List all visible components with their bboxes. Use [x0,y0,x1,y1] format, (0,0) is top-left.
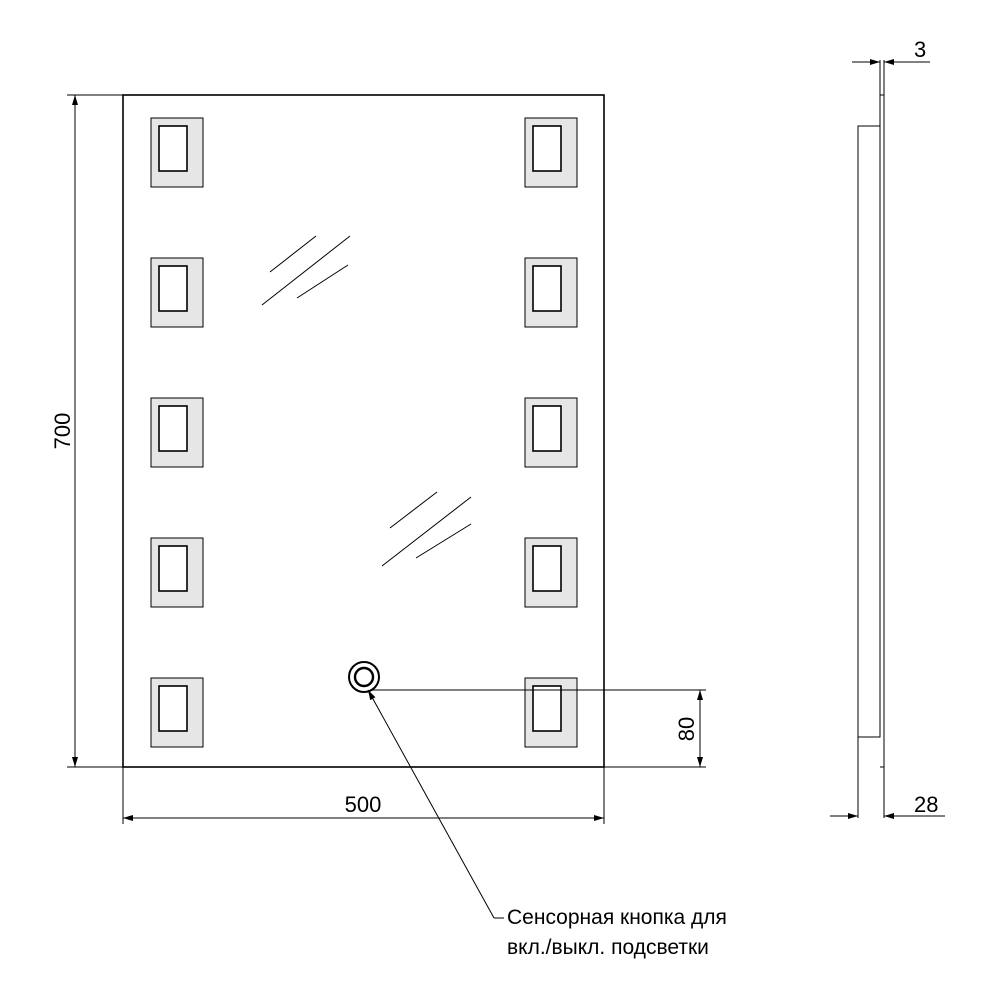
side-view [857,60,885,818]
button-offset-dimension [371,689,706,768]
touch-button [348,661,380,693]
lamp-left-1 [150,117,204,188]
mirror-outline [122,94,605,768]
lamp-right-2 [524,257,578,328]
lamp-left-5 [150,677,204,748]
lamp-left-2 [150,257,204,328]
width-label: 500 [345,792,382,817]
reflection-marks-top [261,235,351,306]
lamp-group [150,117,578,748]
lamp-right-1 [524,117,578,188]
height-label: 700 [50,413,75,450]
button-offset-label: 80 [674,717,699,741]
glass-thickness-label: 3 [914,37,926,62]
lamp-right-5 [524,677,578,748]
lamp-right-4 [524,537,578,608]
callout-line-2: вкл./выкл. подсветки [507,936,709,959]
lamp-left-4 [150,537,204,608]
callout-line-1: Сенсорная кнопка для [507,906,727,929]
depth-label: 28 [914,792,938,817]
lamp-right-3 [524,397,578,468]
button-callout-leader [367,689,504,919]
width-dimension [122,767,605,824]
reflection-marks-bottom [381,491,472,567]
lamp-left-3 [150,397,204,468]
height-dimension [67,94,123,768]
